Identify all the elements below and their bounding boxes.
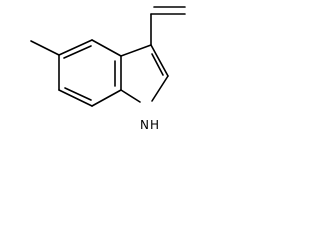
hydrogen-label: H xyxy=(150,118,159,132)
pyrrole-bond-c2-n1 xyxy=(151,75,169,102)
benzene-bond-c5-c4 xyxy=(58,39,93,56)
benzene-bond-c7-c6 xyxy=(58,89,93,107)
nitrogen-label: N xyxy=(140,118,149,132)
pyrrole-bond-c3a-c3 xyxy=(120,44,152,57)
benzene-bond-c7a-c7 xyxy=(91,89,122,107)
benzene-bond-c4-c3a xyxy=(91,39,122,57)
benzene-double-bond-inner-top xyxy=(63,45,92,59)
benzene-double-bond-inner-bottom xyxy=(64,87,92,101)
pyrrole-double-bond-inner xyxy=(151,53,164,76)
pyrrole-bond-c3-c2 xyxy=(150,44,169,77)
pyrrole-bond-n1-c7a xyxy=(120,89,141,103)
molecule-structure-diagram: N H xyxy=(30,6,186,132)
methyl-bond xyxy=(30,40,60,56)
